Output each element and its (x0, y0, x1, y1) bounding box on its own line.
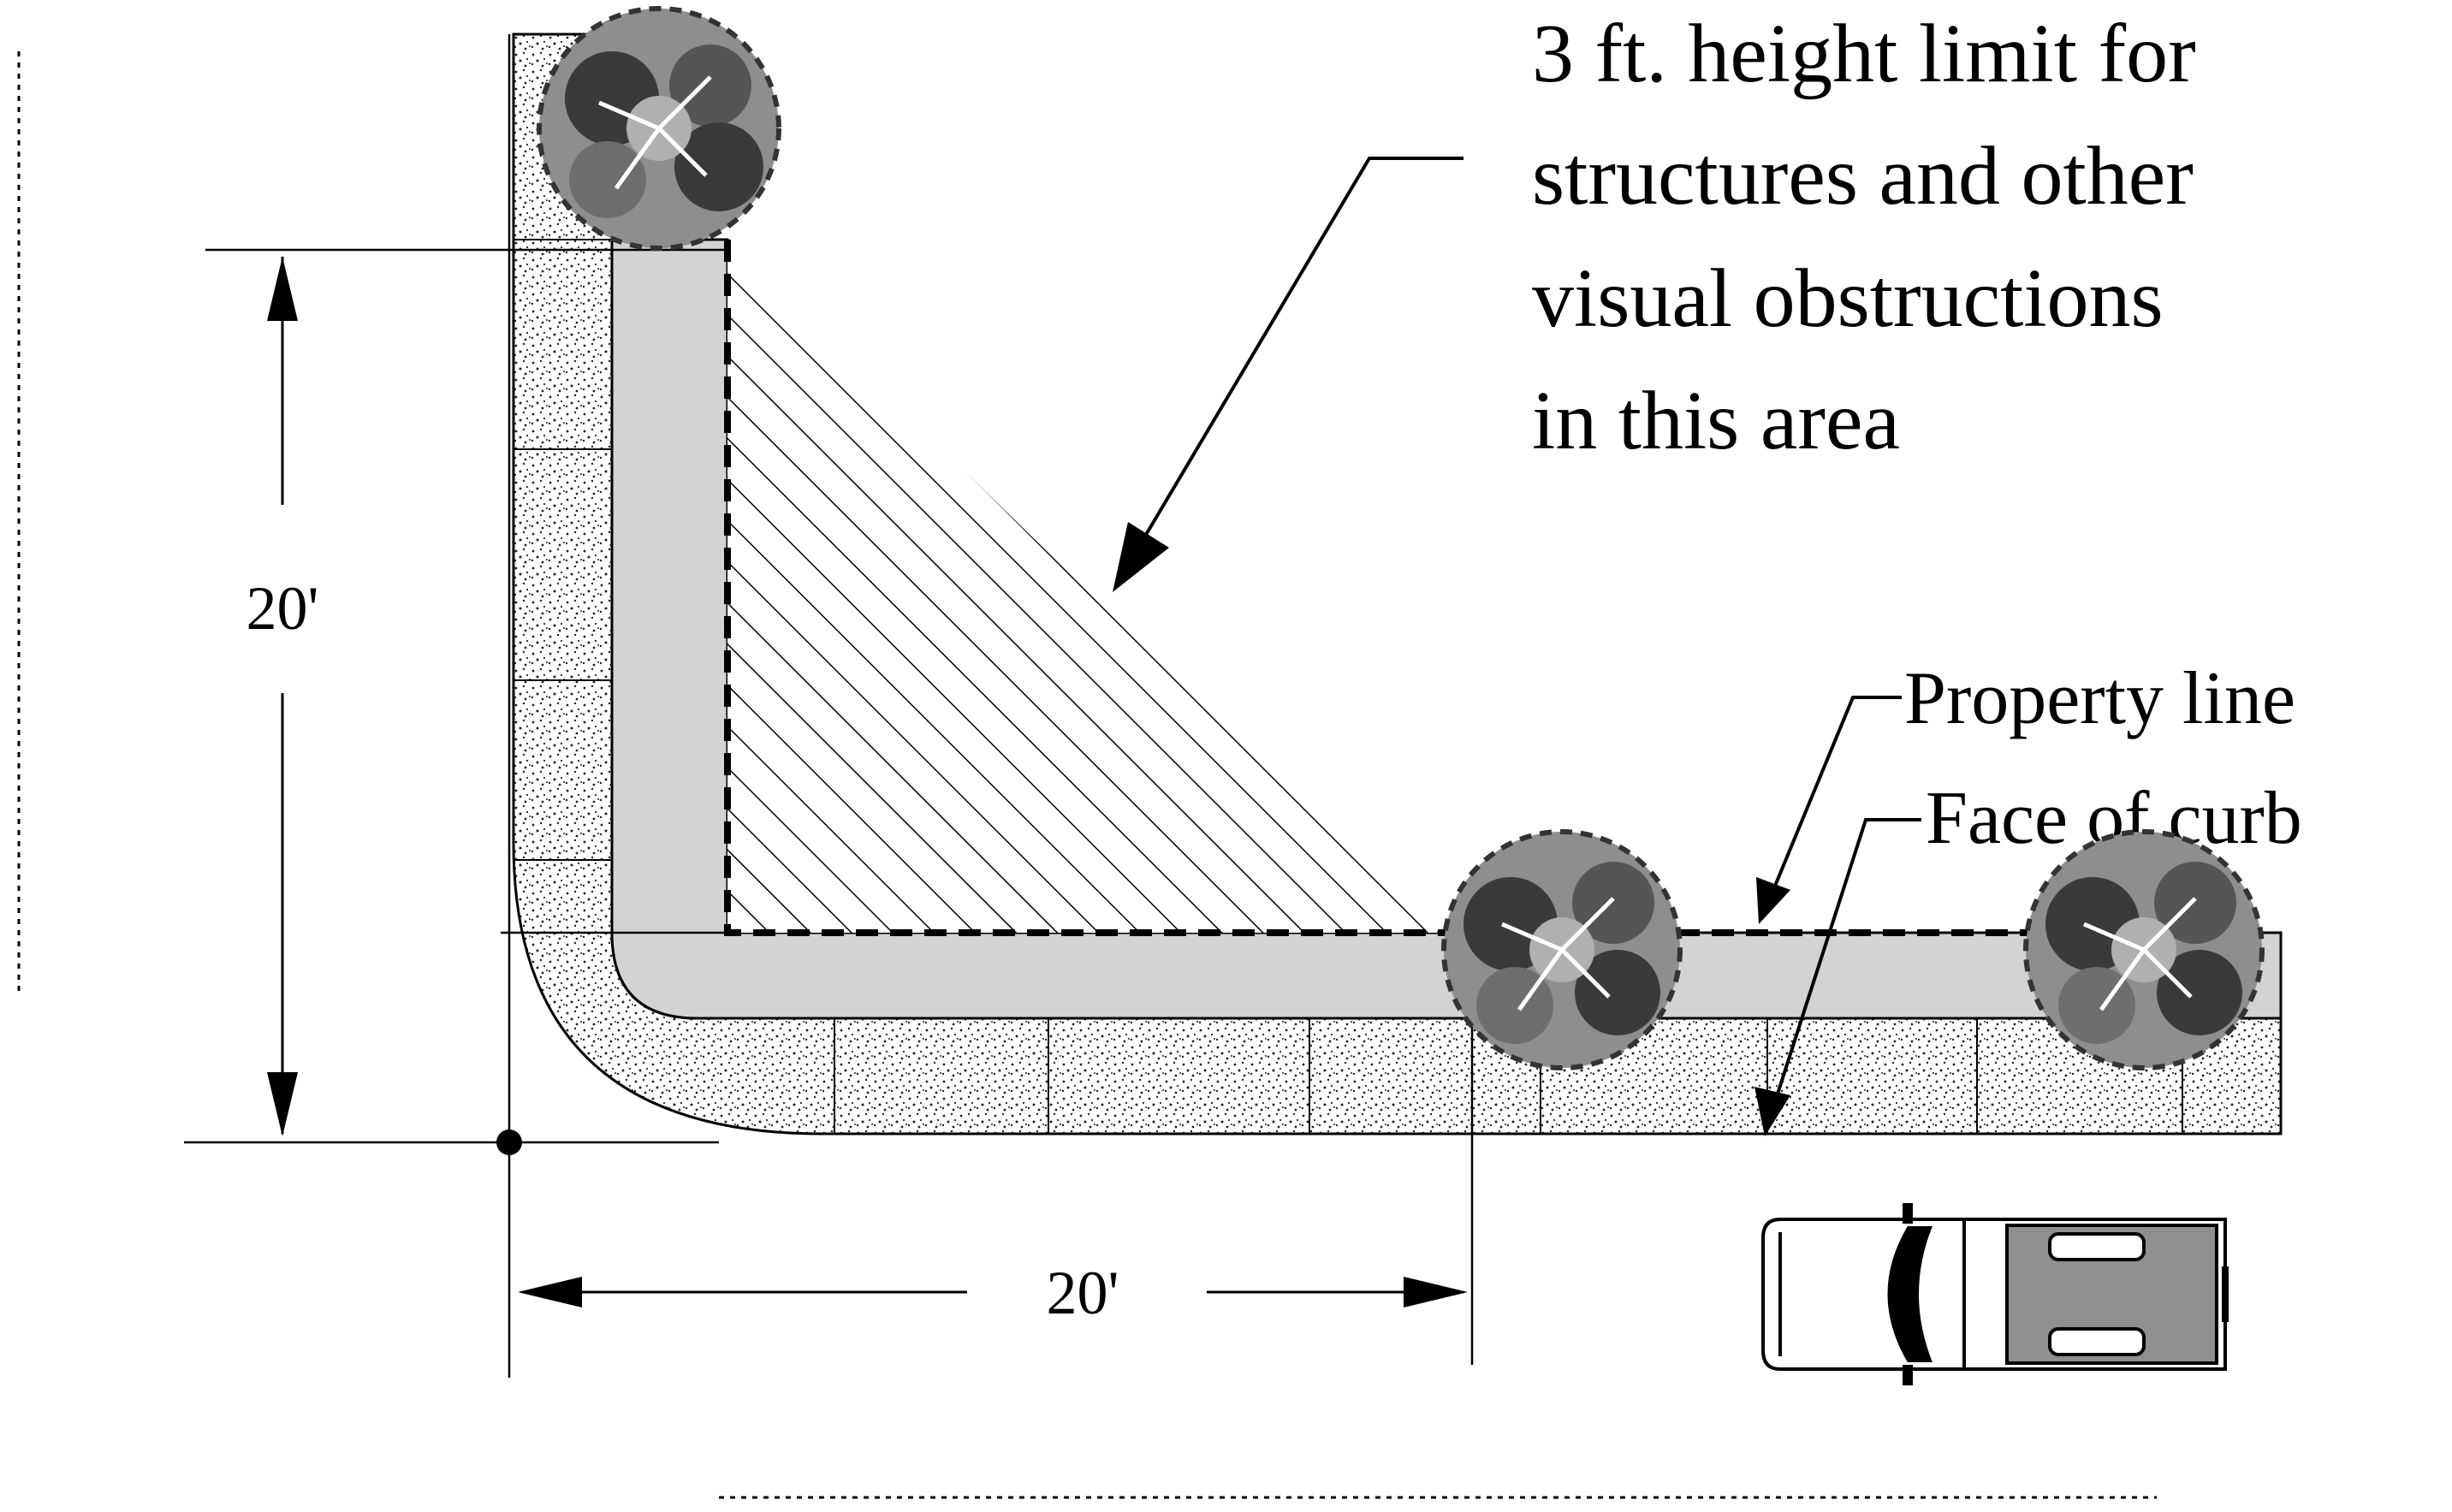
vertical-dimension-label: 20' (246, 574, 319, 643)
horizontal-dimension-label: 20' (1047, 1259, 1119, 1327)
corner-point (496, 1130, 522, 1155)
height-limit-callout: 3 ft. height limit for structures and ot… (1113, 8, 2196, 592)
property-line-label: Property line (1904, 657, 2295, 740)
tree-icon (1441, 829, 1683, 1070)
callout-line-1: 3 ft. height limit for (1532, 8, 2196, 100)
sight-triangle-hatch (727, 240, 1438, 933)
tree-icon (2023, 829, 2265, 1070)
pickup-truck-icon (1761, 1203, 2229, 1385)
vertical-dimension: 20' (246, 257, 319, 1136)
horizontal-dimension: 20' (518, 1259, 1468, 1327)
callout-line-3: visual obstructions (1532, 252, 2164, 345)
property-line-callout: Property line (1756, 657, 2295, 924)
callout-line-2: structures and other (1532, 130, 2194, 222)
callout-line-4: in this area (1532, 375, 1900, 467)
tree-icon (537, 6, 781, 251)
